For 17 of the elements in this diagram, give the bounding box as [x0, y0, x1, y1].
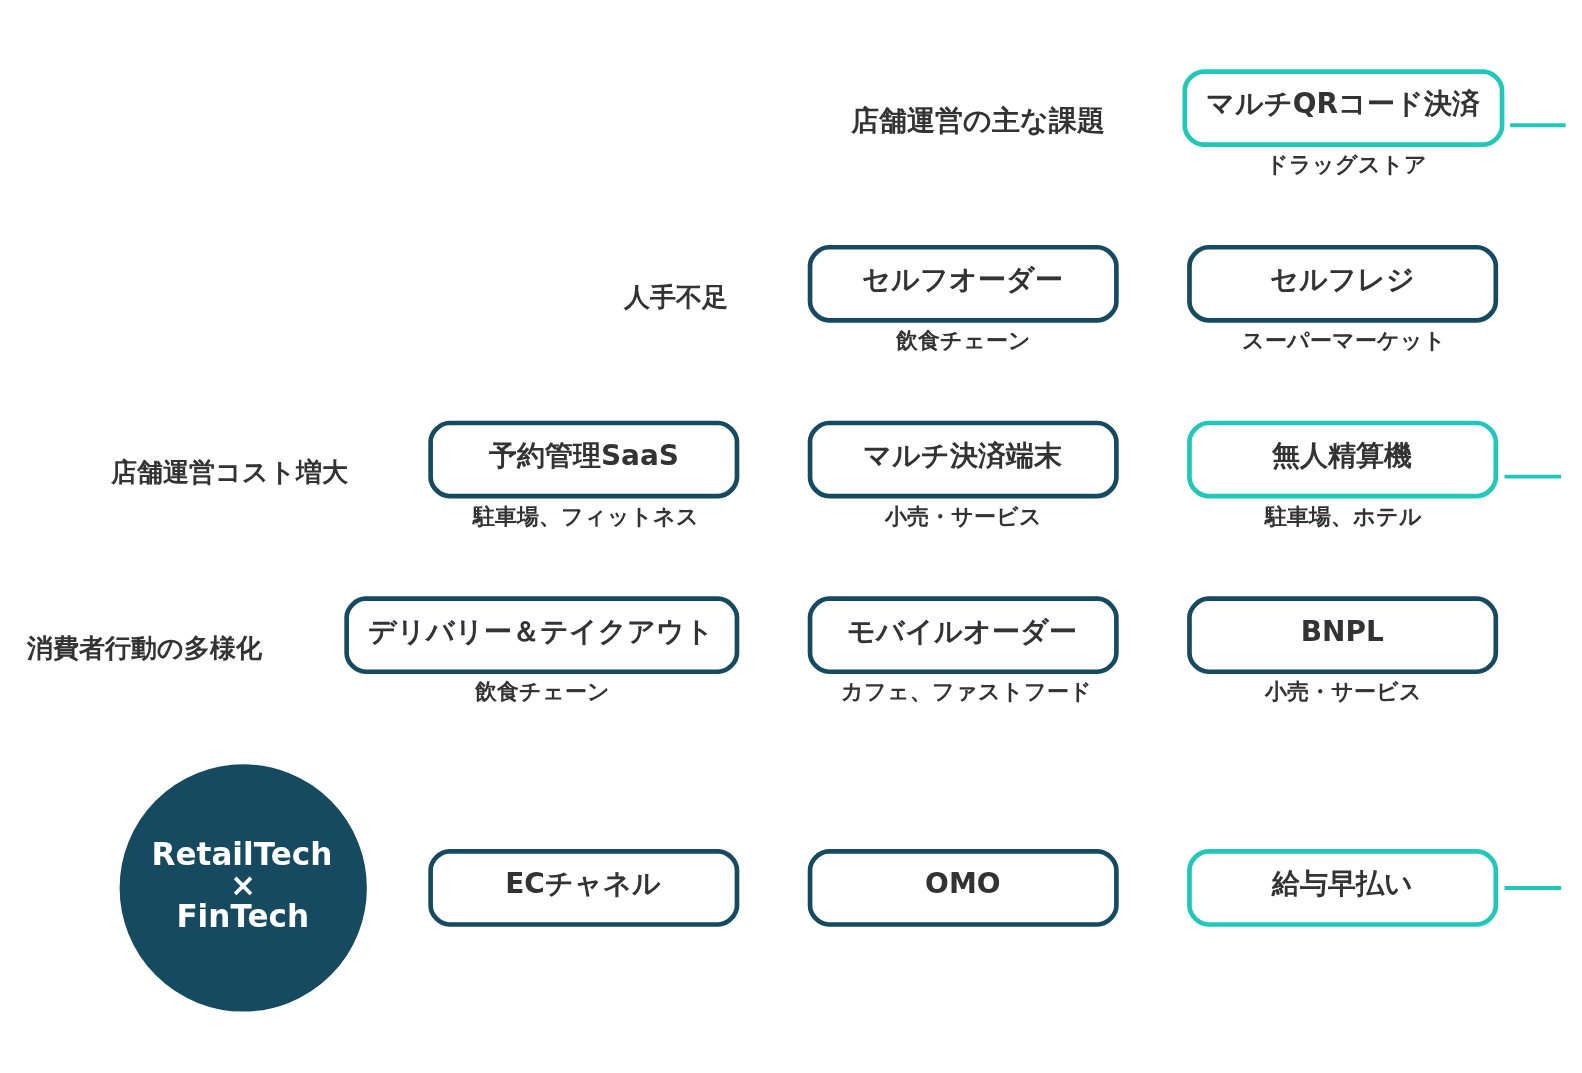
connector — [1510, 123, 1566, 128]
connector — [1504, 886, 1561, 890]
node-label: 飲食チェーン — [474, 679, 610, 705]
node-label: 飲食チェーン — [896, 327, 1032, 353]
node-label: スーパーマーケット — [1242, 327, 1447, 353]
node-label: カフェ、ファストフード — [841, 679, 1093, 705]
node-label: 駐車場、フィットネス — [472, 503, 699, 529]
label: 人手不足 — [624, 280, 729, 312]
node-label: 小売・サービス — [1264, 679, 1422, 705]
label: 店舗運営コスト増大 — [111, 456, 349, 488]
node-label: 駐車場、ホテル — [1264, 503, 1422, 529]
connector — [1504, 474, 1561, 479]
node-label: 小売・サービス — [885, 503, 1043, 529]
label: 消費者行動の多様化 — [27, 632, 263, 664]
label: 店舗運営の主な課題 — [851, 104, 1106, 138]
node-circle: RetailTech × FinTech — [119, 764, 367, 1012]
node-label: ドラッグストア — [1265, 152, 1427, 178]
